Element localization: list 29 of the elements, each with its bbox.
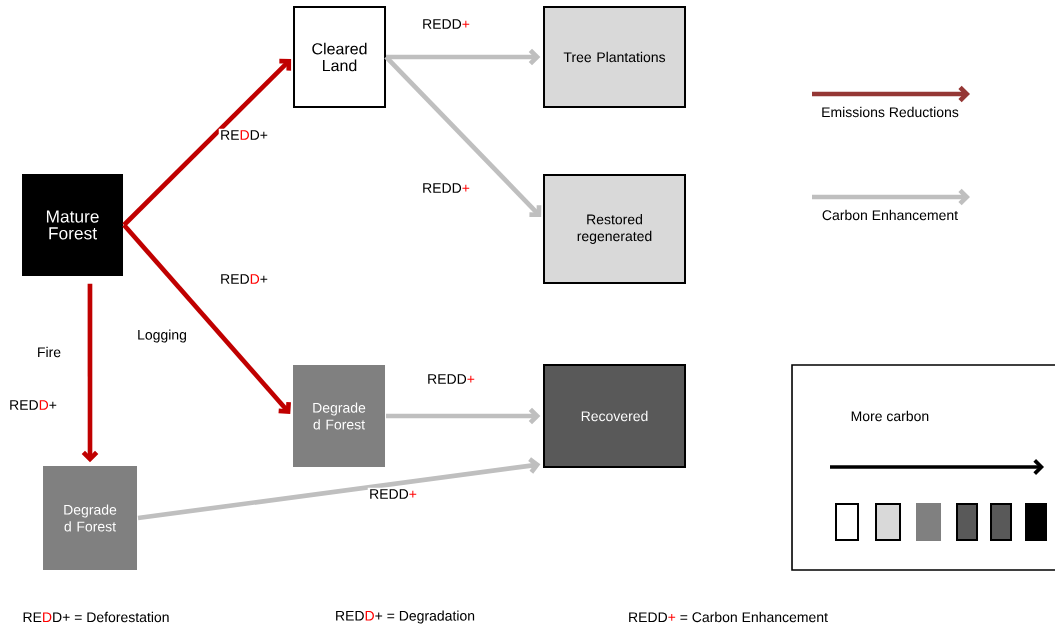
edge-label: REDD+ xyxy=(420,17,472,31)
degraded-box: Degrade d Forest xyxy=(43,466,137,570)
arrow xyxy=(122,223,291,414)
edge-label: REDD+ xyxy=(367,487,419,501)
edge-label: REDD+ xyxy=(218,272,270,286)
note-label: Fire xyxy=(38,346,61,358)
key-text: REDD+ = Carbon Enhancement xyxy=(629,611,828,623)
arrow xyxy=(122,58,292,227)
edge-label: REDD+ xyxy=(7,398,59,412)
recovered-box: Recovered xyxy=(543,364,686,468)
legend-label: Emissions Reductions xyxy=(822,106,959,118)
edge-label: REDD+ xyxy=(218,128,270,142)
edge-label: REDD+ xyxy=(420,181,472,195)
arrow xyxy=(386,407,541,425)
land-box: Cleared Land xyxy=(293,6,386,108)
forest-box: Mature Forest xyxy=(22,174,123,276)
degraded-box: Degrade d Forest xyxy=(293,365,385,467)
restored-box: Restored regenerated xyxy=(543,174,686,284)
legend-box: More carbon xyxy=(791,364,1055,571)
plantation-box: Tree Plantations xyxy=(543,6,686,108)
key-text: REDD+ = Degradation xyxy=(336,610,475,624)
arrow xyxy=(384,55,542,218)
key-text: REDD+ = Deforestation xyxy=(23,611,169,623)
arrow xyxy=(81,283,99,463)
legend-label: Carbon Enhancement xyxy=(822,209,958,221)
arrow xyxy=(137,457,541,521)
arrow xyxy=(386,48,541,66)
edge-label: REDD+ xyxy=(425,372,477,386)
note-label: Logging xyxy=(138,329,186,343)
